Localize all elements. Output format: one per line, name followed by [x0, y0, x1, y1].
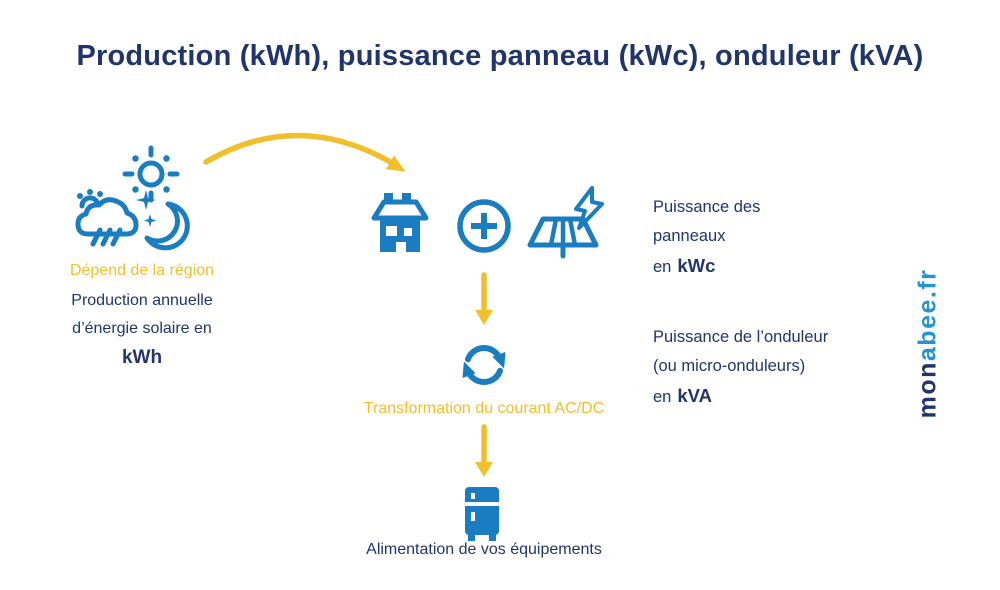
inverter-unit: kVA: [677, 385, 712, 406]
weather-icons: [75, 145, 190, 251]
panel-power-line1: Puissance des: [653, 198, 761, 216]
equipment-caption: Alimentation de vos équipements: [366, 541, 602, 558]
solar-panel-bolt-icon: [527, 186, 604, 259]
down-arrow-icon: [475, 272, 493, 325]
inverter-power-text: Puissance de l’onduleur (ou micro-ondule…: [653, 323, 893, 412]
moon-stars-icon: [136, 190, 190, 251]
down-arrow-icon: [475, 424, 493, 477]
panel-power-unit: kWc: [677, 255, 716, 276]
region-caption: Dépend de la région: [69, 262, 215, 279]
panel-power-line2: panneaux: [653, 227, 726, 245]
production-line1: Production annuelle: [71, 292, 213, 309]
plus-circle-icon: [457, 199, 511, 253]
page-title: Production (kWh), puissance panneau (kWc…: [76, 40, 924, 72]
inverter-line1: Puissance de l’onduleur: [653, 328, 829, 346]
curved-arrow-icon: [203, 132, 406, 172]
production-line2: d’énergie solaire en: [72, 320, 212, 337]
production-unit: kWh: [121, 347, 163, 368]
fridge-icon: [465, 487, 499, 541]
brand-logo-text: monabee.fr: [913, 268, 942, 418]
sync-arrows-icon: [462, 345, 506, 385]
transform-caption: Transformation du courant AC/DC: [363, 400, 605, 417]
brand-logo: monabee.fr: [880, 243, 976, 443]
sun-icon: [122, 145, 180, 203]
inverter-line2: (ou micro-onduleurs): [653, 357, 806, 375]
rain-cloud-icon: [75, 189, 139, 247]
house-icon: [371, 193, 429, 252]
production-block: Dépend de la région Production annuelle …: [38, 138, 246, 372]
